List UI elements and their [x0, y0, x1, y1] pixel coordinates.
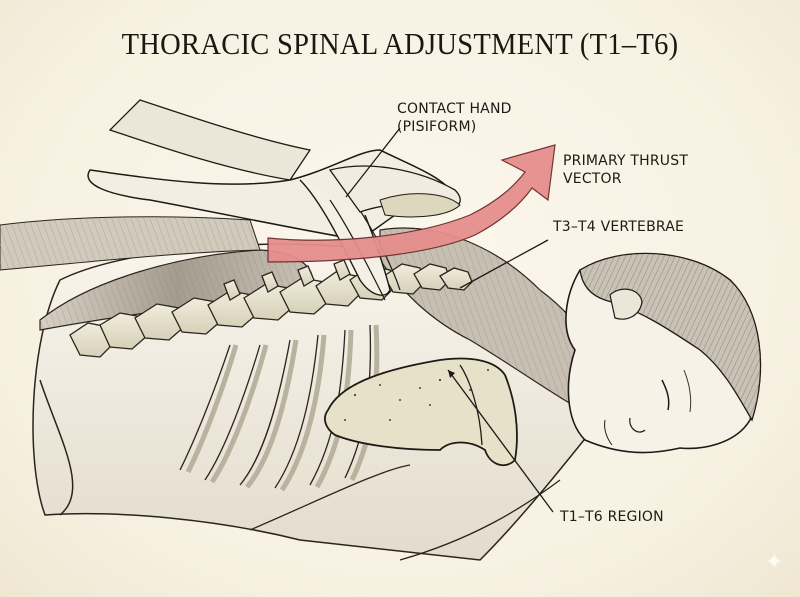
thrust-arrow [267, 144, 556, 263]
scapula-bone [324, 357, 518, 467]
label-t3-t4-vertebrae: T3–T4 VERTEBRAE [553, 219, 685, 235]
leader-lines [345, 127, 554, 513]
label-primary-thrust-vector: PRIMARY THRUST VECTOR [563, 153, 689, 187]
spine-vertebrae [69, 255, 473, 358]
label-t1-t6-region: T1–T6 REGION [560, 509, 664, 525]
label-contact-hand: CONTACT HAND (PISIFORM) [397, 101, 512, 135]
patient-head [565, 252, 762, 454]
practitioner-hands [87, 99, 461, 301]
sparkle-icon: ✦ [765, 550, 784, 575]
page-title: THORACIC SPINAL ADJUSTMENT (T1–T6) [121, 26, 679, 61]
